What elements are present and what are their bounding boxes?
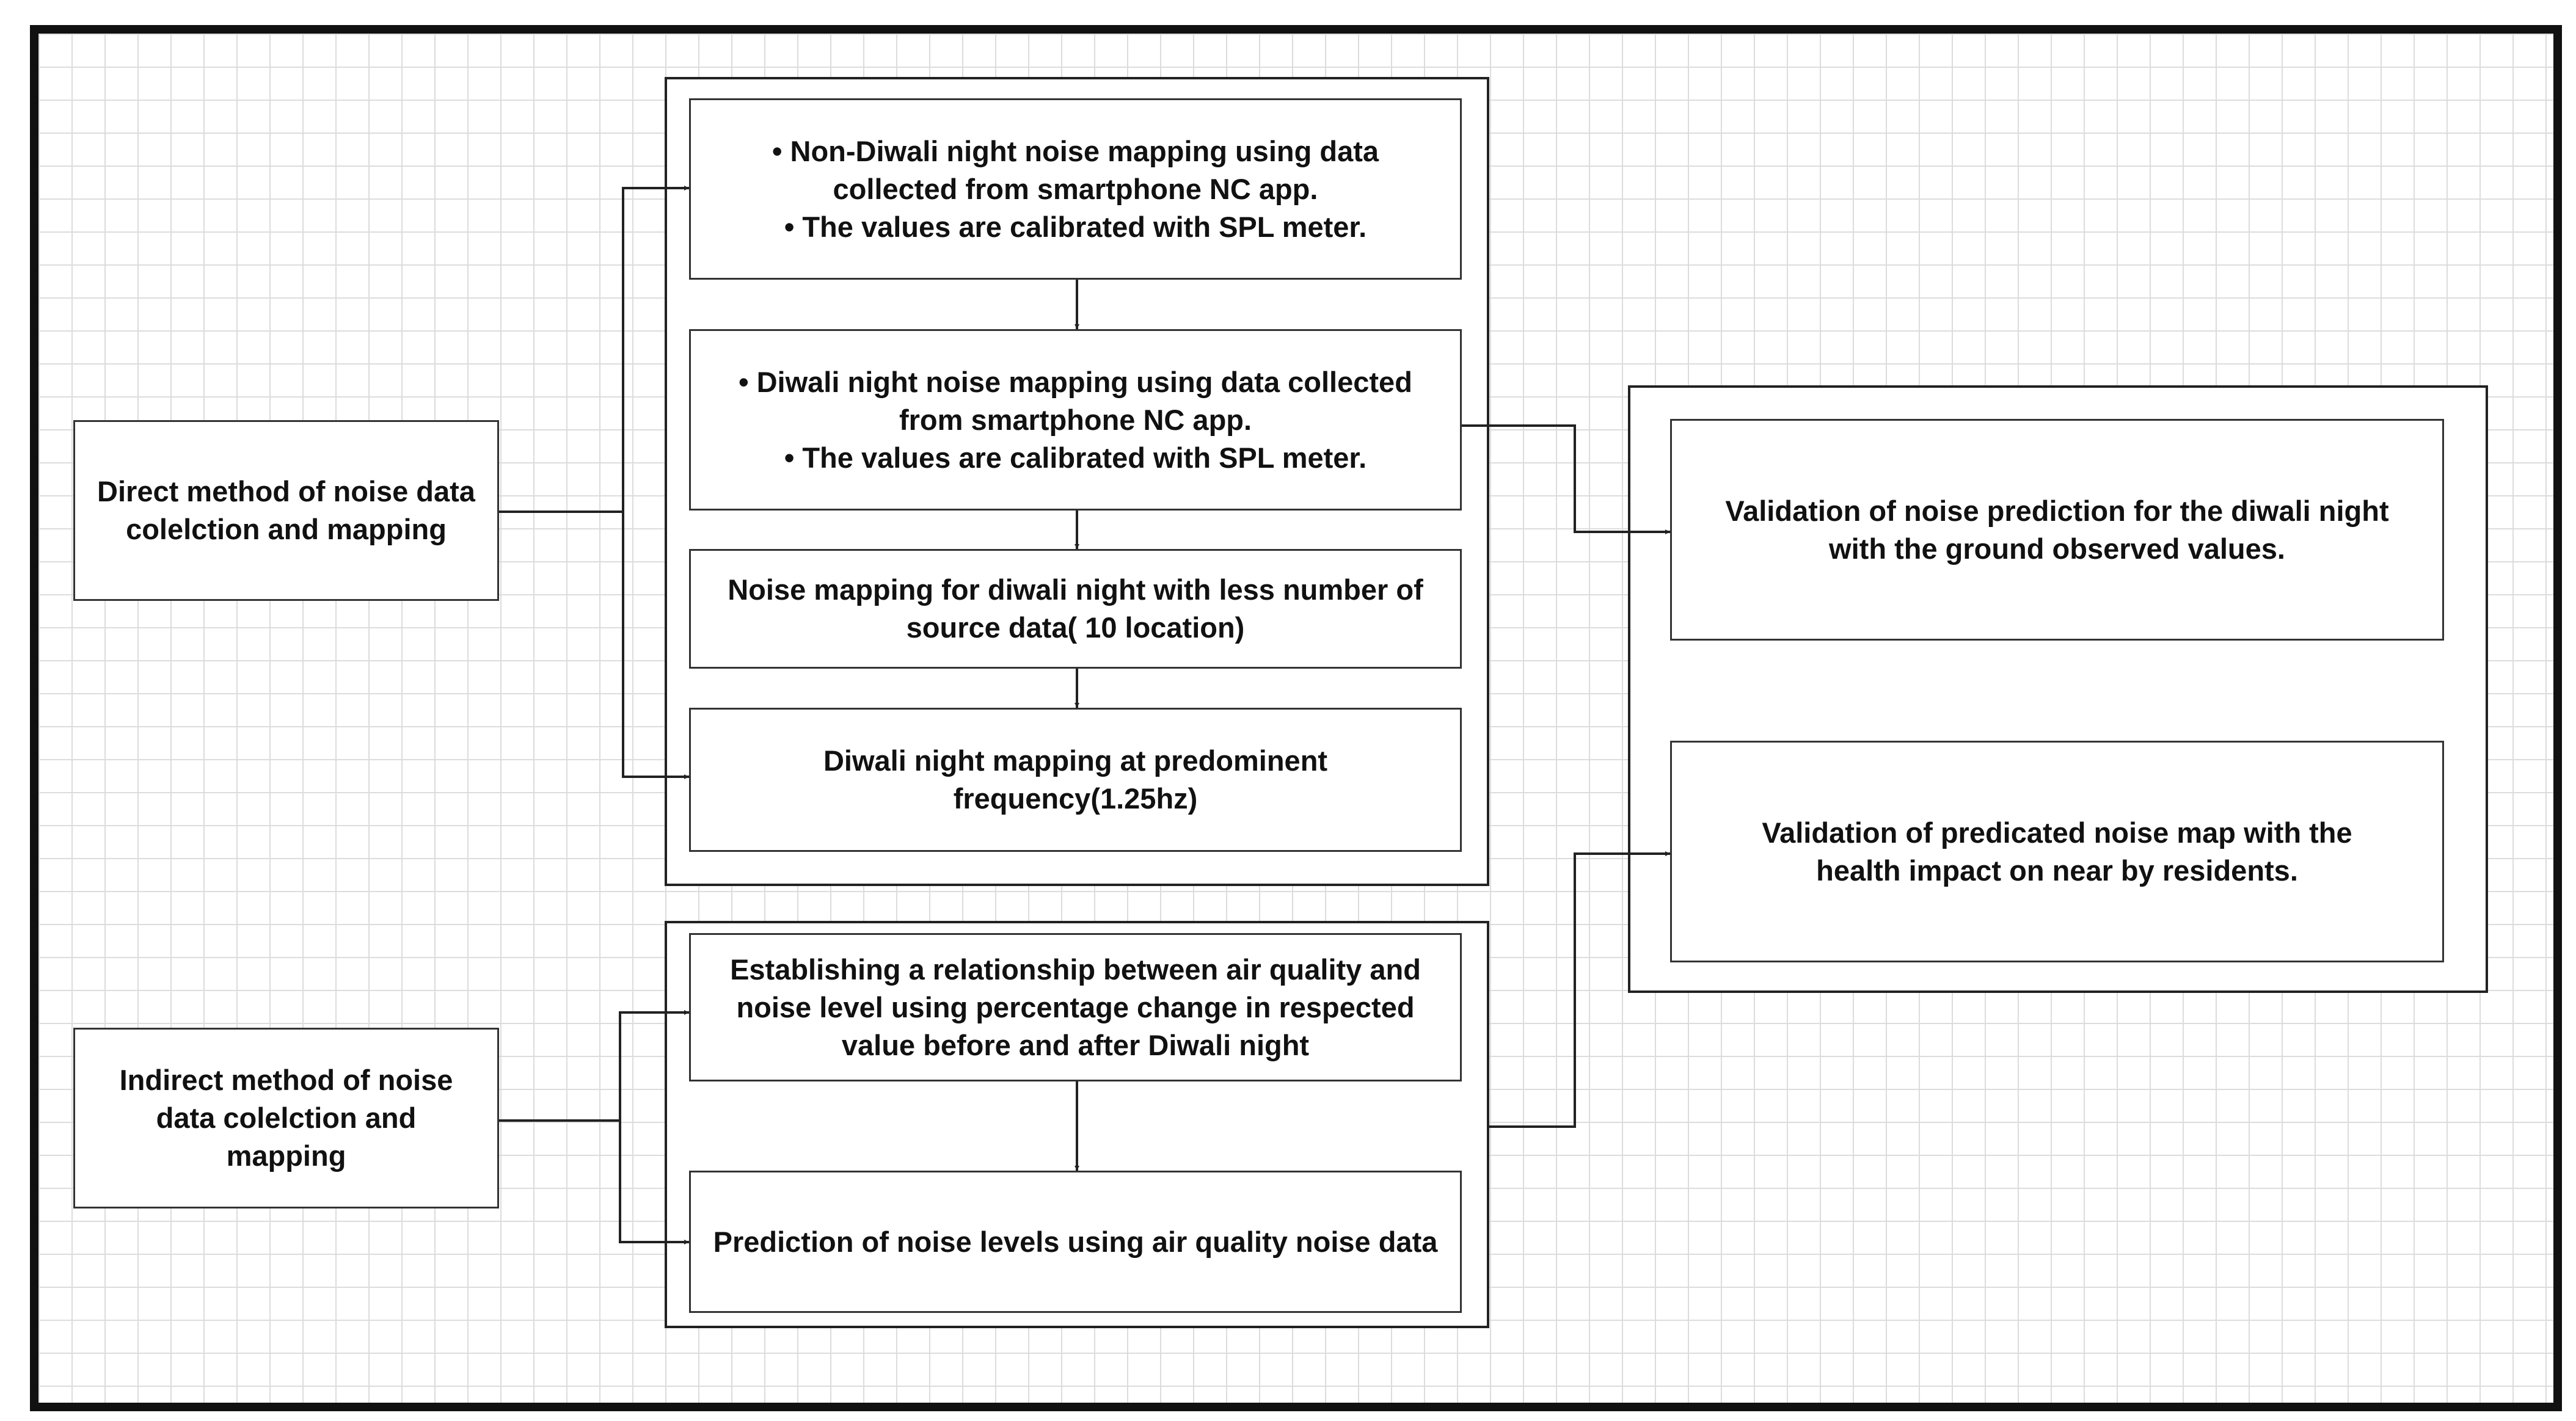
step-air-quality-label: Establishing a relationship between air … <box>730 953 1421 1061</box>
validation-ground-observed: Validation of noise prediction for the d… <box>1670 419 2444 641</box>
validation-ground-observed-label: Validation of noise prediction for the d… <box>1725 494 2389 565</box>
step-non-diwali-mapping: Non-Diwali night noise mapping using dat… <box>689 98 1462 280</box>
step-predominent-frequency: Diwali night mapping at predominent freq… <box>689 708 1462 852</box>
validation-health-impact: Validation of predicated noise map with … <box>1670 741 2444 962</box>
step-less-source-mapping: Noise mapping for diwali night with less… <box>689 549 1462 669</box>
step-noise-prediction: Prediction of noise levels using air qua… <box>689 1171 1462 1313</box>
validation-health-impact-label: Validation of predicated noise map with … <box>1762 816 2352 887</box>
step-diwali-bullet-1: Diwali night noise mapping using data co… <box>706 363 1445 439</box>
step-diwali-mapping: Diwali night noise mapping using data co… <box>689 329 1462 511</box>
step-air-quality-relationship: Establishing a relationship between air … <box>689 933 1462 1081</box>
step-non-diwali-bullet-2: The values are calibrated with SPL meter… <box>784 208 1366 246</box>
step-less-source-label: Noise mapping for diwali night with less… <box>728 573 1423 644</box>
indirect-method-label: Indirect method of noise data colelction… <box>119 1064 453 1172</box>
direct-method-label: Direct method of noise data colelction a… <box>97 475 475 545</box>
step-non-diwali-bullet-1: Non-Diwali night noise mapping using dat… <box>737 133 1415 208</box>
direct-method-box: Direct method of noise data colelction a… <box>73 420 499 601</box>
step-predominent-frequency-label: Diwali night mapping at predominent freq… <box>823 744 1328 815</box>
indirect-method-box: Indirect method of noise data colelction… <box>73 1028 499 1208</box>
step-diwali-bullet-2: The values are calibrated with SPL meter… <box>784 439 1366 477</box>
step-noise-prediction-label: Prediction of noise levels using air qua… <box>713 1225 1438 1258</box>
